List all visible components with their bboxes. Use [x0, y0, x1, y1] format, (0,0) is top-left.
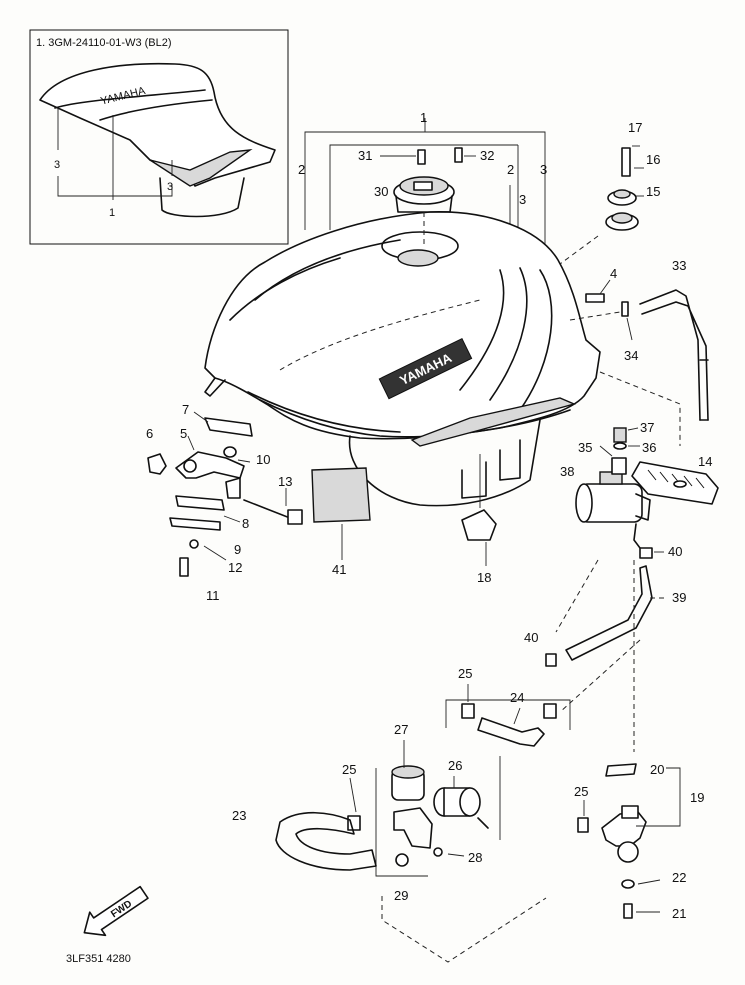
fuel-pump-38	[575, 471, 651, 549]
label-25c: 25	[574, 784, 588, 799]
label-13: 13	[278, 474, 292, 489]
bolt-31	[380, 149, 426, 165]
fuel-cock-19	[601, 763, 681, 919]
damper-15-16-bolt-17	[559, 145, 644, 265]
heat-protector-14	[631, 461, 719, 505]
label-41: 41	[332, 562, 346, 577]
label-18: 18	[477, 570, 491, 585]
bracket-leaders	[187, 411, 287, 561]
hose-39	[565, 565, 664, 661]
label-23: 23	[232, 808, 246, 823]
label-3a: 3	[540, 162, 547, 177]
label-37: 37	[640, 420, 654, 435]
label-31: 31	[358, 148, 372, 163]
label-2a: 2	[298, 162, 305, 177]
label-21: 21	[672, 906, 686, 921]
label-3b: 3	[519, 192, 526, 207]
fwd-arrow-icon: FWD	[83, 885, 149, 937]
label-35: 35	[578, 440, 592, 455]
parts-35-36-37	[599, 427, 640, 475]
label-6: 6	[146, 426, 153, 441]
top-leader-brackets	[304, 118, 546, 260]
label-26: 26	[448, 758, 462, 773]
label-38: 38	[560, 464, 574, 479]
inset-panel: 1. 3GM-24110-01-W3 (BL2) YAMAHA 3 3 1	[29, 29, 289, 245]
label-30: 30	[374, 184, 388, 199]
label-10: 10	[256, 452, 270, 467]
fuel-cap	[393, 176, 455, 246]
part-labels: 1 2 2 3 3 4 5 6 7 8 9 10 11 12 13 14 15 …	[146, 110, 712, 921]
label-5: 5	[180, 426, 187, 441]
inset-title: 1. 3GM-24110-01-W3 (BL2)	[36, 37, 172, 49]
clips-40	[545, 547, 664, 667]
label-32: 32	[480, 148, 494, 163]
label-29: 29	[394, 888, 408, 903]
label-24: 24	[510, 690, 524, 705]
part-4	[585, 279, 611, 303]
hose-33	[639, 289, 709, 421]
part-28-29	[395, 847, 465, 867]
label-15: 15	[646, 184, 660, 199]
hose-23	[275, 811, 377, 871]
pad-41	[311, 467, 371, 560]
fuel-tank: YAMAHA	[204, 211, 601, 507]
clamps-25	[347, 684, 589, 833]
label-16: 16	[646, 152, 660, 167]
label-40b: 40	[524, 630, 538, 645]
fuel-filter-27	[375, 740, 433, 877]
bolt-32	[454, 147, 476, 163]
label-17: 17	[628, 120, 642, 135]
inset-label-3b: 3	[167, 181, 173, 193]
label-4: 4	[610, 266, 617, 281]
bracket-parts-left	[147, 417, 303, 577]
label-9: 9	[234, 542, 241, 557]
filter-26	[433, 756, 501, 840]
label-1: 1	[420, 110, 427, 125]
label-39: 39	[672, 590, 686, 605]
label-2b: 2	[507, 162, 514, 177]
label-7: 7	[182, 402, 189, 417]
hose-24	[477, 707, 545, 747]
label-33: 33	[672, 258, 686, 273]
label-25b: 25	[342, 762, 356, 777]
label-34: 34	[624, 348, 638, 363]
label-25a: 25	[458, 666, 472, 681]
diagram-ref-code: 3LF351 4280	[66, 953, 131, 965]
label-28: 28	[468, 850, 482, 865]
label-11: 11	[206, 588, 220, 603]
label-14: 14	[698, 454, 712, 469]
label-12: 12	[228, 560, 242, 575]
clip-34	[621, 301, 633, 341]
label-19: 19	[690, 790, 704, 805]
label-27: 27	[394, 722, 408, 737]
label-36: 36	[642, 440, 656, 455]
label-22: 22	[672, 870, 686, 885]
inset-label-3a: 3	[54, 159, 60, 171]
label-20: 20	[650, 762, 664, 777]
damper-18	[461, 454, 497, 566]
label-8: 8	[242, 516, 249, 531]
label-40a: 40	[668, 544, 682, 559]
inset-label-1: 1	[109, 207, 115, 219]
